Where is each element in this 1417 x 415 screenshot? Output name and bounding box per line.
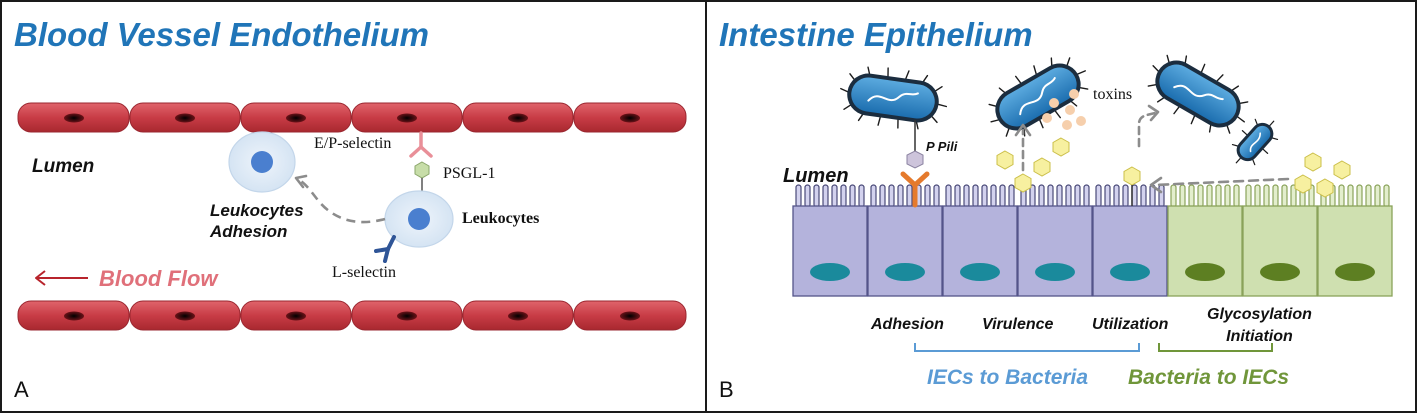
lumen-label-b: Lumen (783, 165, 849, 187)
leukocytes-label: Leukocytes (462, 210, 540, 227)
utilization-label: Utilization (1092, 316, 1169, 333)
glycan-icon (1052, 137, 1070, 157)
blood-flow-label: Blood Flow (99, 266, 218, 291)
l-selectin-label: L-selectin (332, 264, 396, 281)
glycan-icon (1014, 173, 1032, 193)
glycosylation-line1: Glycosylation (1207, 306, 1312, 323)
iec-cell-glycosylated (1167, 184, 1243, 297)
endothelial-cell (129, 102, 241, 133)
leukocytes-adhesion-label: Leukocytes Adhesion (210, 200, 304, 242)
endothelial-cell (462, 300, 574, 331)
glycan-icon (996, 150, 1014, 170)
endothelial-cell (462, 102, 574, 133)
endothelial-cell (17, 102, 130, 133)
iecs-to-bacteria-label: IECs to Bacteria (927, 366, 1089, 389)
iec-cell-glycosylated (1242, 184, 1318, 297)
iec-cell (1092, 184, 1168, 297)
iec-cell (792, 184, 868, 297)
lumen-label: Lumen (32, 156, 95, 177)
bacterium-icon (976, 43, 1101, 150)
adhesion-label: Adhesion (871, 316, 944, 333)
vessel-wall-top (17, 102, 687, 133)
iecs-to-bacteria-bracket (914, 343, 1140, 352)
panel-b: Intestine Epithelium (705, 0, 1417, 413)
migration-arrow-icon (294, 174, 386, 224)
vessel-wall-bottom (17, 300, 687, 331)
glycan-icon (1333, 160, 1351, 180)
bacteria-uptake-arrow-icon (1137, 111, 1157, 148)
glycan-icon (1316, 178, 1334, 198)
psgl-1-label: PSGL-1 (443, 165, 496, 182)
pili-tip-icon (906, 150, 924, 169)
leukocytes-adhesion-line2: Adhesion (210, 222, 288, 241)
epithelial-layer (792, 184, 1393, 297)
panel-a-label: A (14, 377, 29, 402)
iec-cell (1017, 184, 1093, 297)
psgl-1-icon (414, 161, 430, 179)
toxins-label: toxins (1093, 86, 1133, 103)
endothelial-cell (573, 300, 687, 331)
ep-selectin-icon (409, 131, 433, 158)
bacterium-icon (835, 60, 952, 136)
bacteria-to-iecs-bracket (1158, 343, 1273, 352)
glycosylation-label: Glycosylation Initiation (1207, 304, 1312, 348)
bacterium-icon (1136, 41, 1261, 148)
glycosylation-line2: Initiation (1226, 328, 1293, 345)
iec-cell (867, 184, 943, 297)
toxin-dots (1042, 89, 1086, 130)
panel-a-title: Blood Vessel Endothelium (14, 16, 429, 53)
endothelial-cell (17, 300, 130, 331)
l-selectin-icon (374, 235, 396, 263)
ep-selectin-label: E/P-selectin (314, 135, 392, 152)
panel-a: Blood Vessel Endothelium (0, 0, 707, 413)
adhered-leukocyte-icon (228, 131, 296, 193)
glycan-icon (1123, 166, 1141, 186)
leukocytes-adhesion-line1: Leukocytes (210, 201, 304, 220)
endothelial-cell (129, 300, 241, 331)
iec-cell (942, 184, 1018, 297)
glycan-transfer-arrow-icon (1153, 177, 1290, 187)
panel-b-label: B (719, 377, 734, 402)
dashed-arrows (1014, 104, 1290, 194)
glycan-icon (1033, 157, 1051, 177)
endothelial-cell (351, 102, 463, 133)
iec-cell-glycosylated (1317, 184, 1393, 297)
panel-a-illustration (17, 102, 687, 331)
panel-b-illustration (792, 41, 1393, 352)
endothelial-cell (240, 300, 352, 331)
virulence-label: Virulence (982, 316, 1054, 333)
endothelial-cell (240, 102, 352, 133)
endothelial-cell (573, 102, 687, 133)
glycan-icon (1304, 152, 1322, 172)
blood-flow-arrow-icon (35, 270, 88, 286)
adhesion-receptor-icon (900, 171, 930, 208)
p-pili-label: P Pili (926, 139, 958, 154)
bacteria-to-iecs-label: Bacteria to IECs (1128, 366, 1290, 389)
glycan-icon (1294, 174, 1312, 194)
endothelial-cell (351, 300, 463, 331)
panel-b-title: Intestine Epithelium (719, 16, 1033, 53)
